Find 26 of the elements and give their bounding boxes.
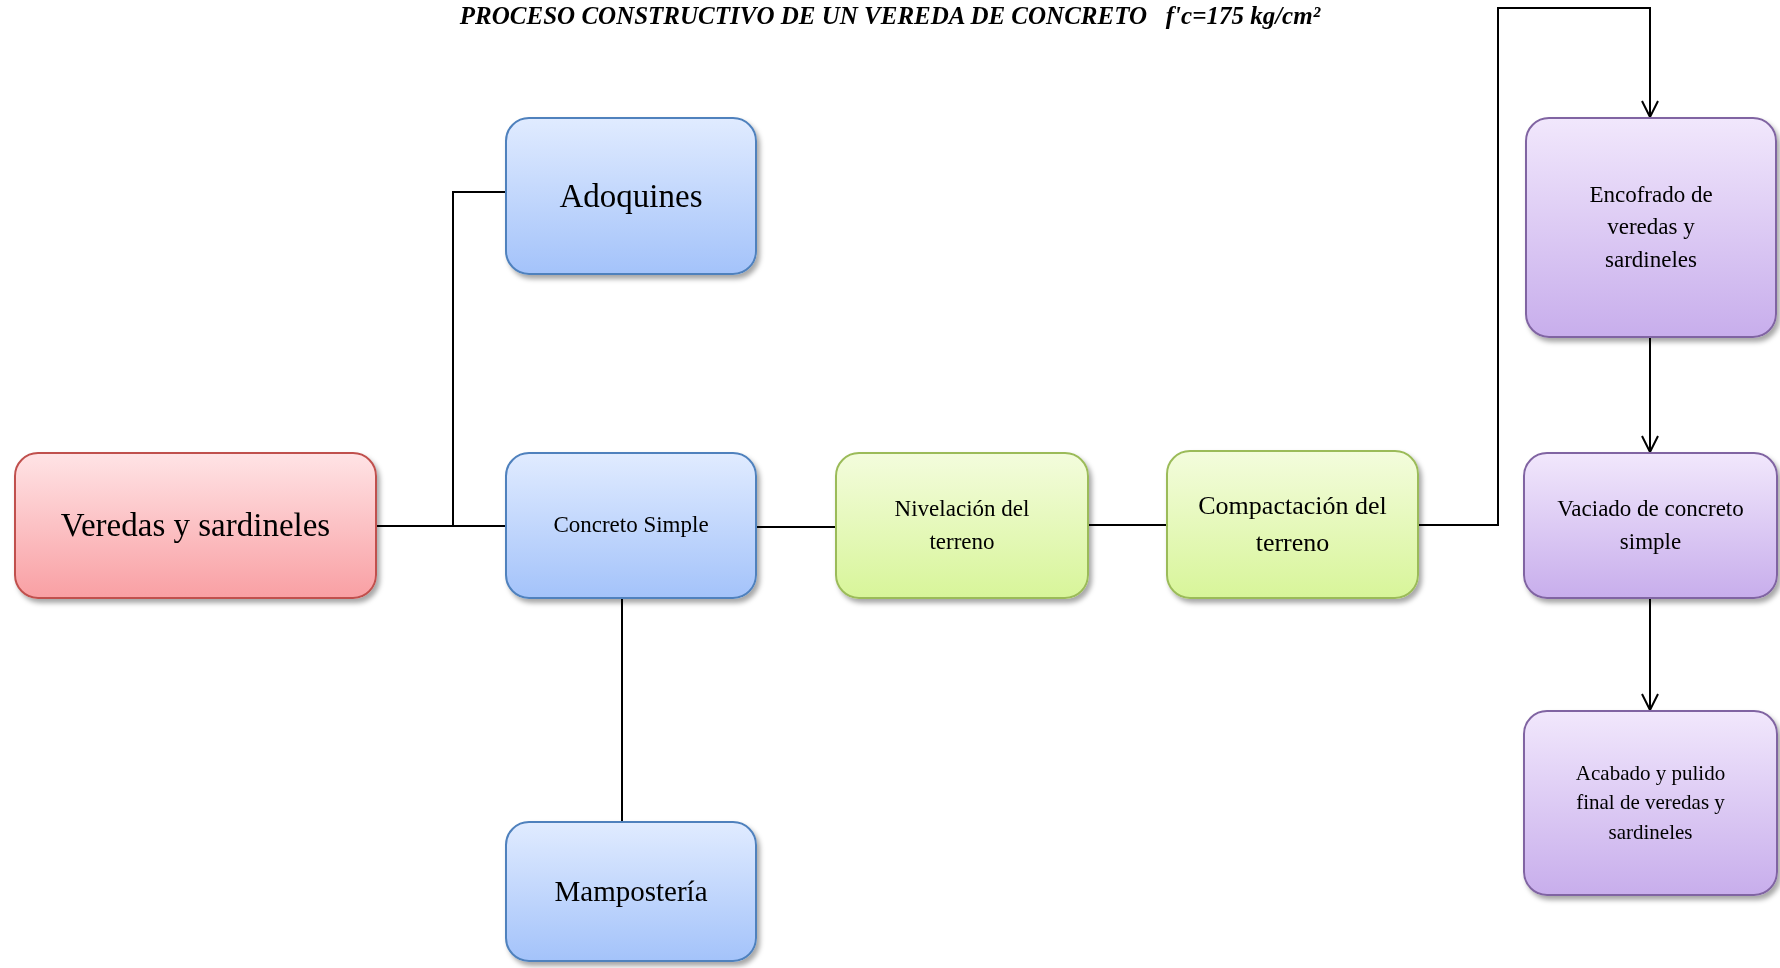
box-label: Acabado y pulido final de veredas y sardineles — [1574, 759, 1727, 846]
process-box — [14, 452, 377, 599]
diagram-title: PROCESO CONSTRUCTIVO DE UN VEREDA DE CONCRETO f'c=175 kg/cm² — [459, 2, 1321, 29]
box-label: Nivelación del terreno — [893, 495, 1031, 556]
process-box — [1523, 452, 1778, 599]
connector-line — [756, 526, 836, 528]
arrow — [1641, 337, 1659, 453]
connector-line — [376, 525, 506, 527]
process-box — [1166, 450, 1419, 599]
box-label: Adoquines — [559, 176, 703, 216]
box-label: Encofrado de veredas y sardineles — [1588, 181, 1714, 274]
connector-line — [1088, 524, 1167, 526]
box-label: Mampostería — [554, 874, 708, 910]
arrow — [1418, 7, 1659, 526]
process-box — [505, 452, 757, 599]
process-box — [505, 821, 757, 962]
process-box — [505, 117, 757, 275]
box-label: Veredas y sardineles — [60, 506, 331, 546]
process-box — [1523, 710, 1778, 896]
box-label: Vaciado de concreto simple — [1556, 495, 1745, 556]
connector-line — [621, 598, 623, 822]
process-box — [835, 452, 1089, 599]
arrow — [1641, 598, 1659, 711]
process-box — [1525, 117, 1777, 338]
box-label: Concreto Simple — [553, 511, 709, 540]
box-label: Compactación del terreno — [1197, 490, 1388, 559]
